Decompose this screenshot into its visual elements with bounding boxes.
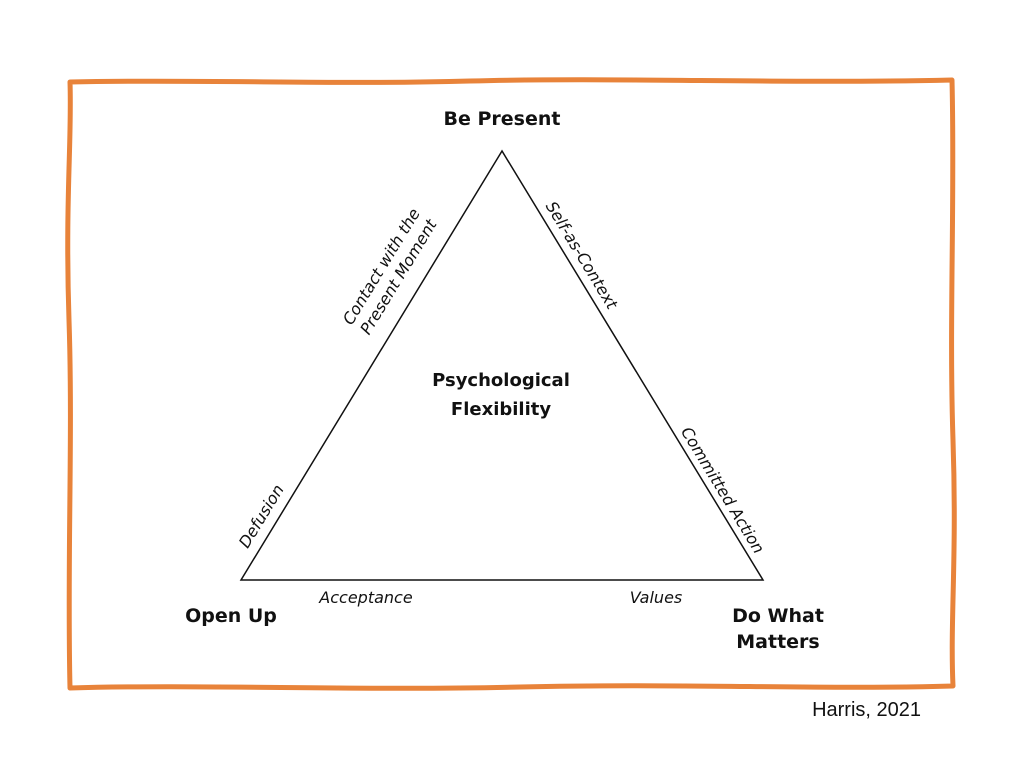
vertex-label-be-present: Be Present [444, 108, 561, 130]
process-label-self-as-context: Self-as-Context [542, 198, 622, 313]
process-label-acceptance: Acceptance [318, 588, 413, 607]
vertex-label-open-up: Open Up [185, 605, 277, 627]
flexibility-triangle [239, 149, 765, 581]
process-label-values: Values [630, 588, 683, 607]
center-label-line1: Psychological [432, 370, 570, 391]
citation-text: Harris, 2021 [812, 699, 921, 721]
orange-frame [65, 77, 957, 691]
process-committed-action: Committed Action [677, 423, 768, 556]
process-label-committed-action: Committed Action [677, 423, 768, 556]
process-contact-present-moment: Contact with the Present Moment [339, 205, 441, 338]
center-label-line2: Flexibility [451, 399, 551, 420]
vertex-label-do-what-matters-line1: Do What [732, 605, 824, 627]
process-self-as-context: Self-as-Context [542, 198, 622, 313]
vertex-label-do-what-matters-line2: Matters [736, 631, 819, 653]
